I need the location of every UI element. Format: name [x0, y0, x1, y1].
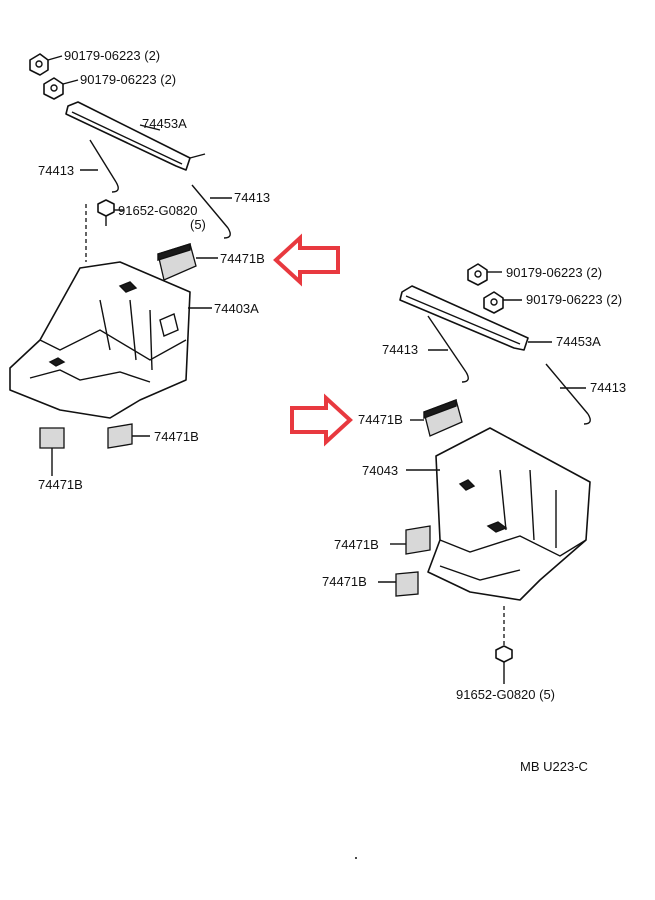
label-pad-left-bottom: 74471B — [38, 477, 83, 492]
label-pad-left-top: 74471B — [220, 251, 265, 266]
pad-right-b — [395, 571, 419, 597]
nut-right-second — [483, 291, 504, 314]
rod-left-a — [89, 139, 119, 193]
label-nut-right-b: 90179-06223 (2) — [526, 292, 623, 307]
bolt-left — [97, 199, 115, 226]
nut-left-second — [43, 77, 64, 100]
clamp-bar-left — [65, 101, 191, 171]
pad-left-top — [157, 243, 197, 281]
label-nut-top-b: 90179-06223 (2) — [80, 72, 177, 87]
rod-right-b — [545, 363, 591, 425]
label-rod-left-b: 74413 — [234, 190, 271, 205]
highlight-arrow-left — [273, 233, 340, 287]
label-bolt-right: 91652-G0820 (5) — [456, 687, 556, 702]
label-pad-left-side: 74471B — [154, 429, 199, 444]
pad-left-bottom-a — [39, 427, 65, 449]
pad-right-a — [405, 525, 431, 555]
label-clamp-right: 74453A — [556, 334, 601, 349]
label-clamp-left: 74453A — [142, 116, 187, 131]
clamp-bar-right — [399, 285, 529, 351]
label-nut-right-a: 90179-06223 (2) — [506, 265, 603, 280]
label-pad-right-a: 74471B — [334, 537, 379, 552]
label-tray-left: 74403A — [214, 301, 259, 316]
label-rod-right-a: 74413 — [382, 342, 419, 357]
pad-left-bottom-b — [107, 423, 133, 449]
label-pad-right-b: 74471B — [322, 574, 367, 589]
nut-left-top — [29, 53, 49, 76]
highlight-arrow-right — [290, 393, 353, 447]
label-tray-right: 74043 — [362, 463, 399, 478]
diagram-code: MB U223-C — [520, 759, 588, 774]
label-nut-top-a: 90179-06223 (2) — [64, 48, 161, 63]
rod-left-b — [191, 184, 231, 239]
pad-right-top — [423, 398, 463, 437]
label-rod-right-b: 74413 — [590, 380, 627, 395]
battery-tray-right — [427, 427, 591, 601]
battery-tray-left — [9, 261, 191, 419]
label-bolt-left: 91652-G0820 — [118, 203, 198, 218]
label-rod-left-a: 74413 — [38, 163, 75, 178]
bolt-right — [495, 645, 513, 672]
label-bolt-left-qty: (5) — [190, 217, 206, 232]
rod-right-a — [427, 315, 469, 383]
nut-right-top — [467, 263, 488, 286]
label-pad-right-top: 74471B — [358, 412, 403, 427]
